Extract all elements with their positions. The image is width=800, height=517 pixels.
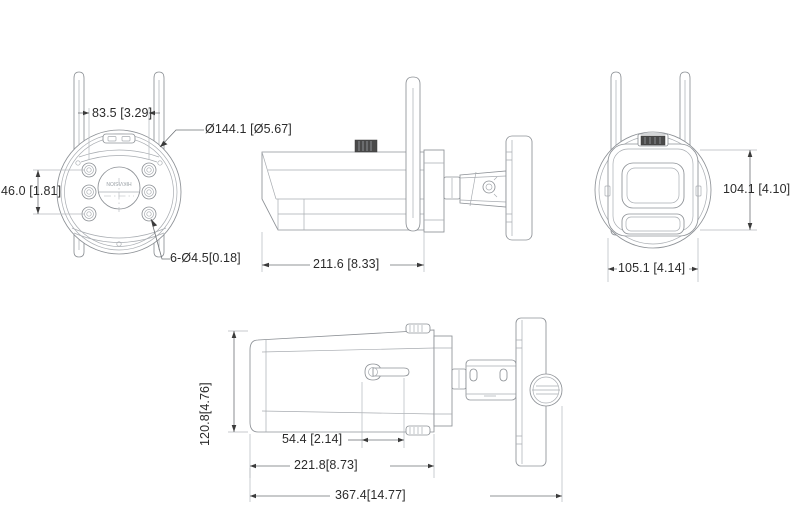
rear-ir-strip bbox=[621, 213, 685, 235]
dim-label-top-height: 120.8[4.76] bbox=[198, 382, 212, 446]
rear-tab-right bbox=[695, 185, 702, 197]
leader-front-holes bbox=[150, 218, 170, 260]
dim-top-offset bbox=[348, 378, 405, 448]
dim-side-length bbox=[261, 232, 425, 272]
dim-label-top-overall-length: 367.4[14.77] bbox=[335, 488, 406, 502]
top-body-rear bbox=[433, 335, 453, 427]
mounting-hole bbox=[141, 162, 157, 178]
mounting-hole bbox=[81, 184, 97, 200]
side-view bbox=[261, 76, 533, 272]
dim-label-rear-height: 104.1 [4.10] bbox=[723, 182, 791, 196]
rear-tab-left bbox=[604, 185, 611, 197]
top-view bbox=[228, 317, 563, 502]
leader-front-diameter bbox=[159, 129, 204, 148]
dim-front-width bbox=[78, 108, 160, 160]
top-base-plate bbox=[515, 317, 563, 467]
top-shield-screw-upper bbox=[405, 323, 431, 334]
dim-top-overall-length bbox=[249, 406, 563, 502]
top-sun-shield bbox=[249, 329, 435, 433]
top-bracket-neck bbox=[451, 368, 467, 390]
dim-label-front-width: 83.5 [3.29] bbox=[92, 106, 153, 120]
top-shield-screw-lower bbox=[405, 425, 431, 436]
front-ir-band-bottom bbox=[71, 227, 167, 239]
top-antenna-hinge bbox=[364, 363, 410, 381]
side-sun-shield bbox=[261, 151, 425, 231]
dim-label-side-length: 211.6 [8.33] bbox=[313, 257, 380, 271]
front-lens: HIKVISION bbox=[97, 166, 141, 212]
dim-label-front-hole-callout: 6-Ø4.5[0.18] bbox=[170, 251, 241, 265]
side-hinge-block bbox=[354, 139, 378, 153]
svg-text:HIKVISION: HIKVISION bbox=[106, 180, 132, 186]
dim-label-front-diameter: Ø144.1 [Ø5.67] bbox=[205, 122, 292, 136]
side-bracket-arm bbox=[459, 170, 507, 208]
side-bracket-neck bbox=[443, 176, 461, 200]
side-base-plate bbox=[505, 135, 533, 241]
dim-label-front-hole-spacing: 46.0 [1.81] bbox=[1, 184, 62, 198]
front-mounting-holes bbox=[75, 160, 163, 247]
mounting-hole bbox=[141, 184, 157, 200]
antenna-side bbox=[405, 76, 421, 232]
dim-front-hole-spacing bbox=[33, 169, 84, 215]
front-ir-band-top bbox=[78, 149, 160, 158]
dim-top-height bbox=[228, 330, 248, 433]
top-bracket-arm bbox=[465, 359, 517, 401]
mounting-hole bbox=[141, 206, 157, 222]
front-view: HIKVISION bbox=[33, 71, 204, 260]
mounting-hole bbox=[81, 206, 97, 222]
dim-label-top-offset: 54.4 [2.14] bbox=[282, 432, 343, 446]
dim-rear-width bbox=[607, 238, 699, 282]
rear-top-connector bbox=[637, 133, 669, 147]
dim-label-top-body-length: 221.8[8.73] bbox=[294, 458, 358, 472]
rear-view bbox=[594, 71, 757, 282]
dim-label-rear-width: 105.1 [4.14] bbox=[618, 261, 686, 275]
dim-rear-height bbox=[700, 149, 757, 231]
side-body-rear bbox=[423, 149, 445, 233]
front-top-connector bbox=[102, 133, 136, 144]
rear-lens-window bbox=[621, 162, 685, 209]
mounting-hole bbox=[81, 162, 97, 178]
